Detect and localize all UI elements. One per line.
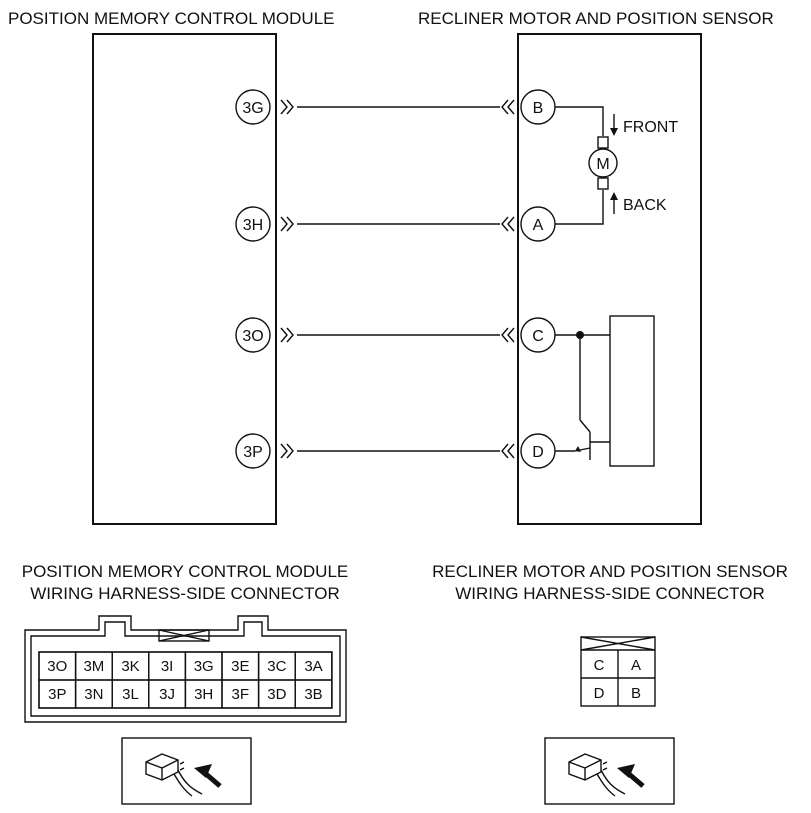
- left-module-title: POSITION MEMORY CONTROL MODULE: [8, 9, 335, 28]
- connector-chevron: [280, 443, 294, 459]
- connector-view-icon: [544, 737, 675, 805]
- control-module-box: [92, 33, 277, 525]
- connector-cell: 3C: [267, 658, 286, 675]
- wire-row-3: 3O C: [235, 317, 556, 353]
- connector-chevron: [501, 216, 515, 232]
- connector-cell: 3E: [231, 658, 249, 675]
- left-connector-title-2: WIRING HARNESS-SIDE CONNECTOR: [30, 584, 340, 603]
- module-pin-label: 3G: [242, 100, 263, 117]
- module-pin-circle: [235, 89, 271, 125]
- connector-cell: 3N: [84, 686, 103, 703]
- connector-cell: 3I: [161, 658, 174, 675]
- back-label: BACK: [623, 197, 667, 214]
- connector-chevron: [501, 99, 515, 115]
- connector-cell: 3D: [267, 686, 286, 703]
- connector-cell: 3G: [194, 658, 214, 675]
- connector-cell: 3K: [121, 658, 139, 675]
- connector-cell: B: [631, 685, 641, 702]
- connector-chevron: [280, 216, 294, 232]
- motor-symbol: M: [596, 156, 609, 173]
- latch-icon: [158, 629, 210, 642]
- right-connector-title-1: RECLINER MOTOR AND POSITION SENSOR: [432, 562, 788, 581]
- connector-cell: 3B: [304, 686, 322, 703]
- sensor-pin-label: A: [533, 217, 544, 234]
- connector-cell: A: [631, 657, 641, 674]
- sensor-pin-label: D: [532, 444, 544, 461]
- connector-cell: 3O: [47, 658, 67, 675]
- connector-chevron: [280, 99, 294, 115]
- left-connector: 3O 3M 3K 3I 3G 3E 3C 3A 3P 3N 3L 3J 3H 3F 3D 3B: [24, 615, 347, 723]
- left-connector-title-1: POSITION MEMORY CONTROL MODULE: [22, 562, 349, 581]
- wire-row-1: 3G B: [235, 89, 556, 125]
- sensor-pin-label: B: [533, 100, 544, 117]
- motor-circuit: M FRONT BACK: [555, 106, 678, 225]
- module-pin-label: 3H: [243, 217, 263, 234]
- connector-cell: 3H: [194, 686, 213, 703]
- module-pin-circle: [235, 433, 271, 469]
- right-connector: C A D B: [580, 636, 656, 707]
- right-module-title: RECLINER MOTOR AND POSITION SENSOR: [418, 9, 774, 28]
- sensor-module-box: [517, 33, 702, 525]
- sensor-ic-box: [609, 315, 655, 467]
- position-sensor-circuit: [555, 315, 655, 467]
- motor-icon: [588, 148, 618, 178]
- front-label: FRONT: [623, 119, 678, 136]
- connector-cell: D: [594, 685, 605, 702]
- connector-cell: 3F: [232, 686, 250, 703]
- wire-row-2: 3H A: [235, 206, 556, 242]
- connector-cell: C: [594, 657, 605, 674]
- connector-chevron: [501, 327, 515, 343]
- right-connector-title-2: WIRING HARNESS-SIDE CONNECTOR: [455, 584, 765, 603]
- module-pin-label: 3P: [243, 444, 263, 461]
- connector-cell-box: [294, 679, 333, 709]
- module-pin-circle: [235, 206, 271, 242]
- module-pin-label: 3O: [242, 328, 263, 345]
- wire-row-4: 3P D: [235, 433, 556, 469]
- connector-cell: 3M: [83, 658, 104, 675]
- module-pin-circle: [235, 317, 271, 353]
- connector-chevron: [280, 327, 294, 343]
- connector-cell: 3L: [122, 686, 139, 703]
- connector-view-icon: [121, 737, 252, 805]
- connector-cell: 3J: [159, 686, 175, 703]
- sensor-pin-label: C: [532, 328, 544, 345]
- connector-chevron: [501, 443, 515, 459]
- connector-cell: 3P: [48, 686, 66, 703]
- connector-cell: 3A: [304, 658, 322, 675]
